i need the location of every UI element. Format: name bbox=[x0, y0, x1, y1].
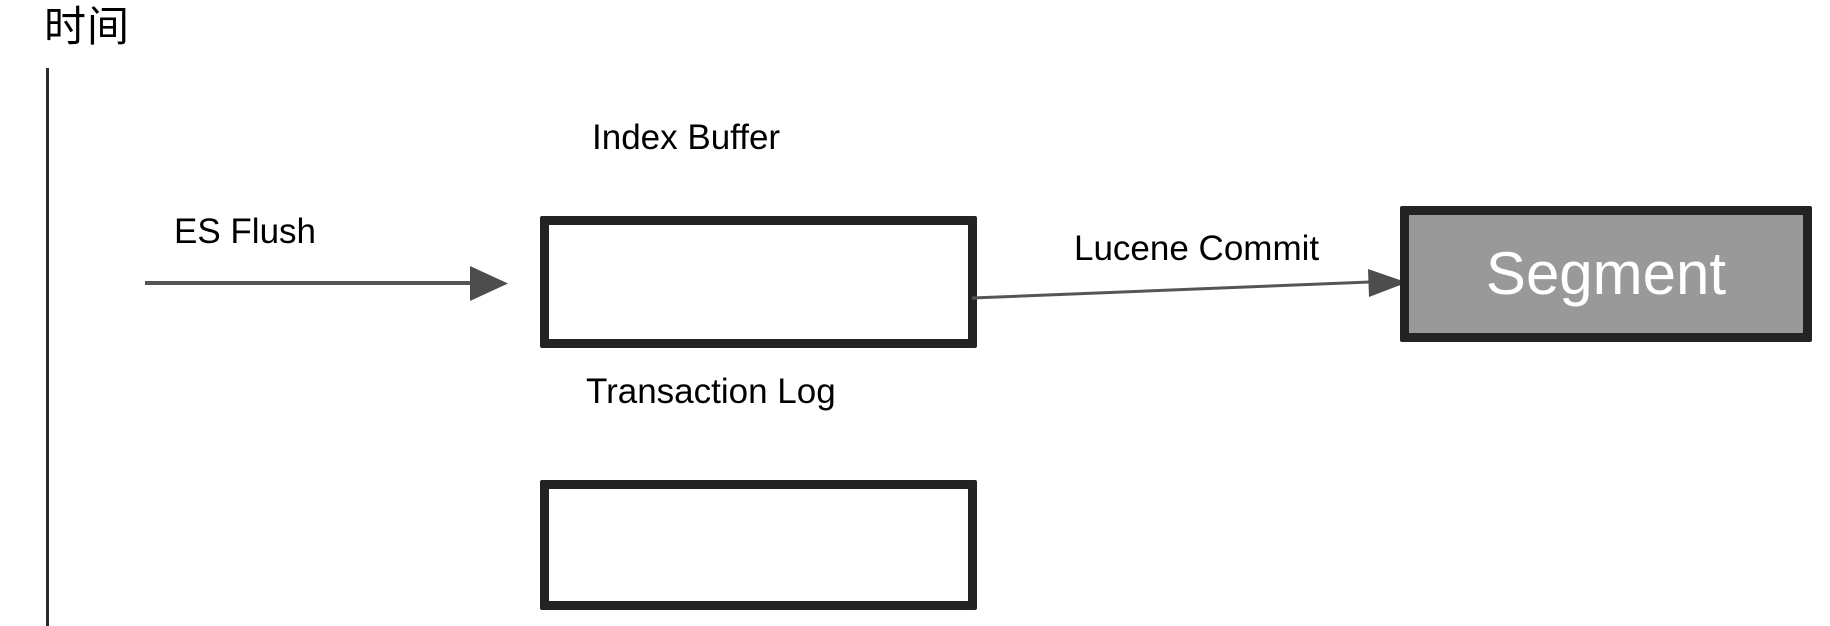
es-flush-edge-label: ES Flush bbox=[174, 212, 316, 251]
transaction-log-box bbox=[540, 480, 977, 610]
time-axis-label: 时间 bbox=[44, 3, 131, 50]
segment-box: Segment bbox=[1400, 206, 1812, 342]
transaction-log-label: Transaction Log bbox=[586, 372, 836, 411]
lucene-commit-arrow bbox=[971, 269, 1407, 300]
segment-box-label: Segment bbox=[1485, 240, 1727, 307]
index-buffer-box bbox=[540, 216, 977, 348]
time-axis-line bbox=[46, 68, 49, 626]
es-flush-arrow bbox=[145, 266, 508, 301]
index-buffer-label: Index Buffer bbox=[592, 118, 781, 157]
lucene-commit-edge-label: Lucene Commit bbox=[1074, 229, 1320, 268]
